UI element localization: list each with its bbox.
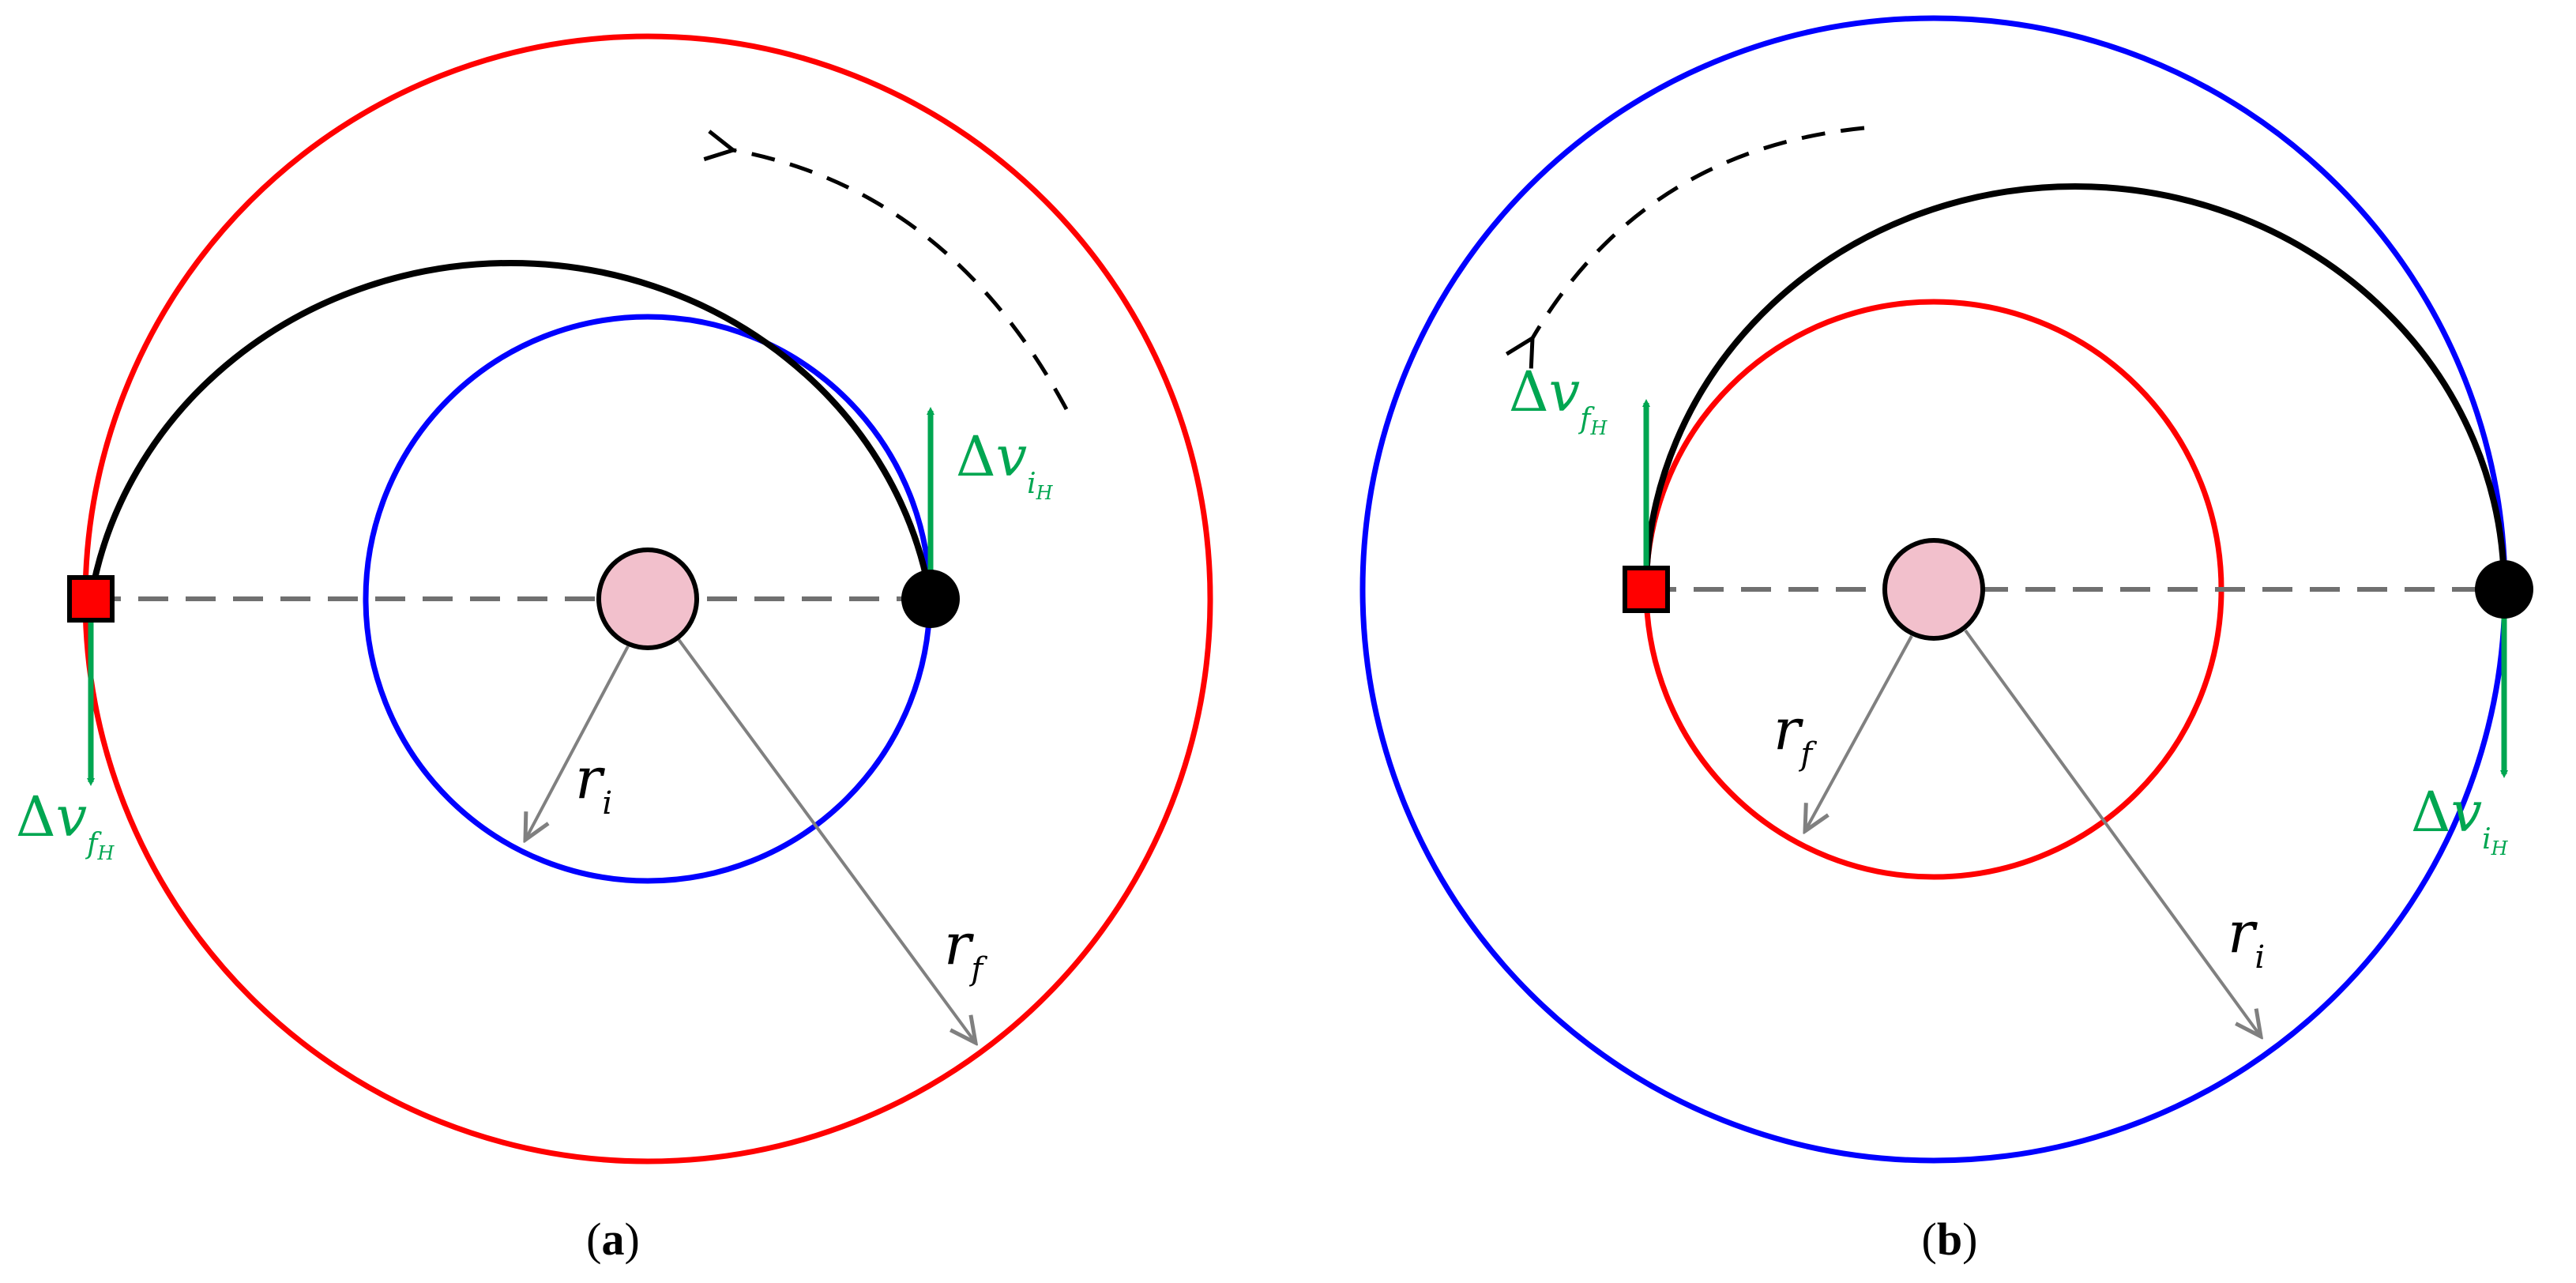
caption-a: (a) xyxy=(586,1213,640,1265)
arrival-point xyxy=(67,575,115,623)
caption-b: (b) xyxy=(1922,1213,1978,1265)
label-delta-v-f: ΔvfH xyxy=(16,784,115,864)
transfer-ellipse-arc xyxy=(88,260,934,600)
planet xyxy=(596,547,699,650)
direction-arrow xyxy=(703,130,1069,411)
radius-arrow-outer xyxy=(676,637,976,1043)
label-delta-v-i: ΔviH xyxy=(2411,780,2509,860)
label-delta-v-i: ΔviH xyxy=(956,424,1054,504)
direction-arrow xyxy=(1505,126,1865,369)
departure-point xyxy=(2475,560,2533,619)
label-delta-v-f: ΔvfH xyxy=(1509,359,1608,439)
arrival-point xyxy=(1623,566,1670,613)
transfer-ellipse-arc xyxy=(1643,183,2507,590)
panel-b: ΔvfH ΔviH rf ri (b) xyxy=(1359,15,2533,1265)
label-r-outer: ri xyxy=(2228,899,2265,976)
label-r-inner: rf xyxy=(1773,696,1817,773)
radius-arrow-inner xyxy=(525,645,630,840)
label-r-inner: ri xyxy=(575,745,612,822)
label-r-outer: rf xyxy=(944,911,987,988)
radius-arrow-outer xyxy=(1964,629,2261,1037)
panel-a: ΔviH ΔvfH ri rf (a) xyxy=(16,33,1213,1265)
planet xyxy=(1882,538,1985,641)
departure-point xyxy=(901,570,960,628)
radius-arrow-inner xyxy=(1805,635,1913,831)
